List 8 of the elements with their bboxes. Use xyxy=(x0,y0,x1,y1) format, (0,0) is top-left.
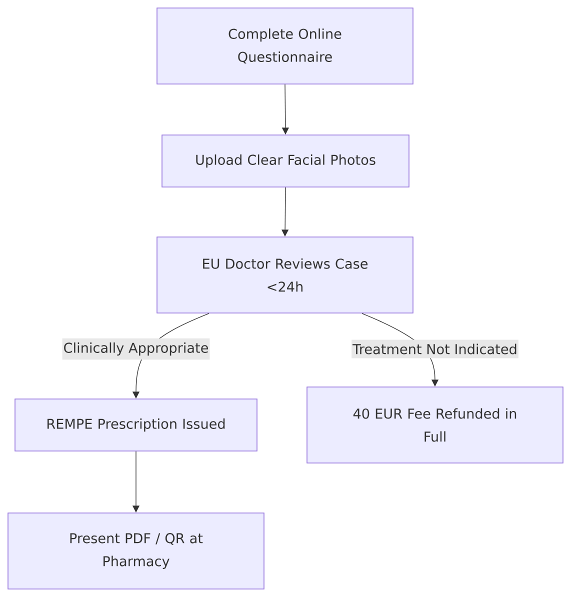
process-box: 40 EUR Fee Refunded in Full xyxy=(306,386,564,464)
process-box: Complete Online Questionnaire xyxy=(156,8,414,84)
process-box: REMPE Prescription Issued xyxy=(14,398,258,452)
edge-label: Treatment Not Indicated xyxy=(352,340,518,358)
process-box: Present PDF / QR at Pharmacy xyxy=(8,512,264,590)
edge-label: Clinically Appropriate xyxy=(62,338,210,360)
process-box: EU Doctor Reviews Case <24h xyxy=(156,236,414,314)
process-box: Upload Clear Facial Photos xyxy=(162,134,410,188)
